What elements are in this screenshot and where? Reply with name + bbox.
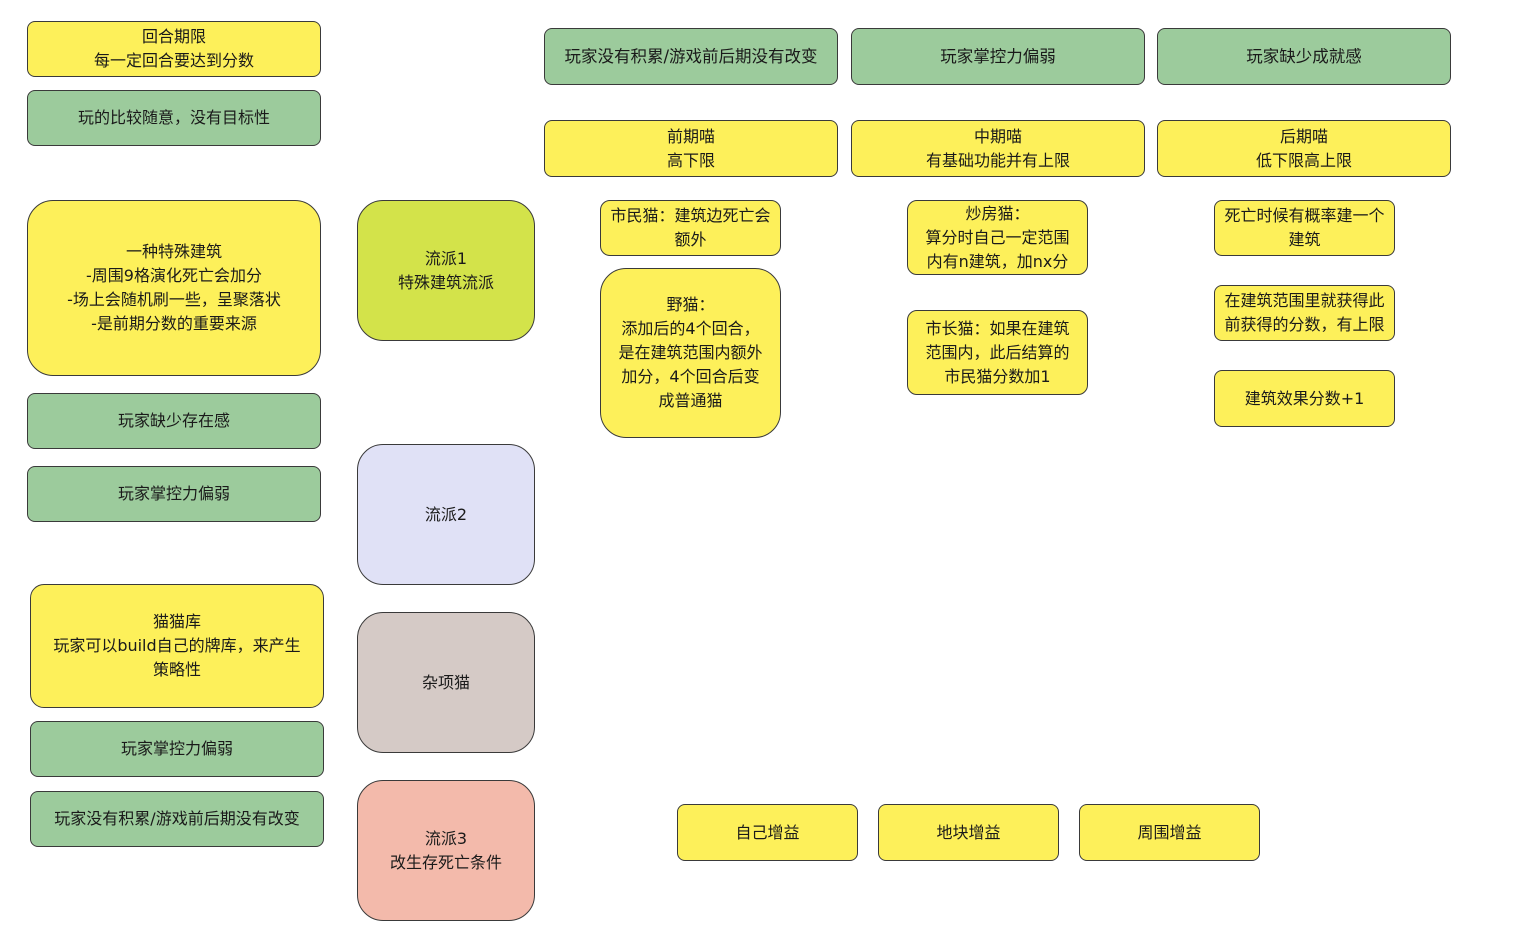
tile-buff-node[interactable]: 地块增益 <box>878 804 1059 861</box>
death-build-card[interactable]: 死亡时候有概率建一个 建筑 <box>1214 200 1395 256</box>
self-buff-node[interactable]: 自己增益 <box>677 804 858 861</box>
node-text-line: -是前期分数的重要来源 <box>91 314 257 333</box>
node-text-line: 成普通猫 <box>658 391 723 410</box>
node-text-line: 周围增益 <box>1137 822 1202 842</box>
node-text-line: 改生存死亡条件 <box>389 852 502 872</box>
node-text-line: 建筑 <box>1288 230 1321 249</box>
node-text-line: 玩家掌控力偏弱 <box>117 484 230 503</box>
node-text-line: 建筑效果分数+1 <box>1244 388 1365 408</box>
node-text-line: 炒房猫： <box>965 203 1030 223</box>
mayor-cat-card[interactable]: 市长猫：如果在建筑 范围内，此后结算的 市民猫分数加1 <box>907 310 1088 395</box>
random-play-problem[interactable]: 玩的比较随意，没有目标性 <box>27 90 321 146</box>
node-text-line: 玩家掌控力偏弱 <box>940 46 1056 66</box>
school-1-node[interactable]: 流派1 特殊建筑流派 <box>357 200 535 341</box>
node-text-line: 流派1 <box>424 248 468 268</box>
node-text-line: 策略性 <box>152 660 201 679</box>
node-text-line: 玩家缺少存在感 <box>117 411 230 430</box>
wild-cat-card[interactable]: 野猫： 添加后的4个回合， 是在建筑范围内额外 加分，4个回合后变 成普通猫 <box>600 268 781 438</box>
school-2-node[interactable]: 流派2 <box>357 444 535 585</box>
node-text-line: -场上会随机刷一些，呈聚落状 <box>67 290 281 309</box>
node-text-line: 市民猫：建筑边死亡会 <box>610 206 771 225</box>
node-text-line: 市民猫分数加1 <box>944 366 1051 386</box>
node-text-line: 添加后的4个回合， <box>621 319 760 338</box>
late-phase-cat[interactable]: 后期喵 低下限高上限 <box>1157 120 1451 177</box>
node-text-line: 玩的比较随意，没有目标性 <box>77 108 270 127</box>
cat-deck-note[interactable]: 猫猫库 玩家可以build自己的牌库，来产生 策略性 <box>30 584 324 708</box>
node-text-line: 加分，4个回合后变 <box>621 367 760 386</box>
in-range-score-card[interactable]: 在建筑范围里就获得此 前获得的分数，有上限 <box>1214 285 1395 341</box>
node-text-line: 范围内，此后结算的 <box>925 342 1070 362</box>
node-text-line: 后期喵 <box>1279 126 1328 146</box>
node-text-line: 回合期限 <box>141 27 206 46</box>
node-text-line: 低下限高上限 <box>1255 150 1352 170</box>
node-text-line: 中期喵 <box>973 126 1022 146</box>
school-3-node[interactable]: 流派3 改生存死亡条件 <box>357 780 535 921</box>
house-flipper-cat-card[interactable]: 炒房猫： 算分时自己一定范围 内有n建筑，加nx分 <box>907 200 1088 275</box>
node-text-line: 是在建筑范围内额外 <box>618 343 763 362</box>
node-text-line: 死亡时候有概率建一个 <box>1224 206 1385 225</box>
no-accumulation-problem-top[interactable]: 玩家没有积累/游戏前后期没有改变 <box>544 28 838 85</box>
node-text-line: 有基础功能并有上限 <box>925 150 1070 170</box>
node-text-line: 算分时自己一定范围 <box>925 227 1070 247</box>
node-text-line: 每一定回合要达到分数 <box>93 51 254 70</box>
node-text-line: 猫猫库 <box>152 612 201 631</box>
node-text-line: 玩家没有积累/游戏前后期没有改变 <box>54 809 300 828</box>
node-text-line: 特殊建筑流派 <box>397 272 494 292</box>
early-phase-cat[interactable]: 前期喵 高下限 <box>544 120 838 177</box>
weak-control-problem-1[interactable]: 玩家掌控力偏弱 <box>27 466 321 522</box>
node-text-line: 一种特殊建筑 <box>125 242 222 261</box>
node-text-line: 市长猫：如果在建筑 <box>925 318 1070 338</box>
node-text-line: 玩家掌控力偏弱 <box>120 739 233 758</box>
lack-presence-problem[interactable]: 玩家缺少存在感 <box>27 393 321 449</box>
building-bonus-card[interactable]: 建筑效果分数+1 <box>1214 370 1395 427</box>
citizen-cat-card[interactable]: 市民猫：建筑边死亡会 额外 <box>600 200 781 256</box>
no-achievement-problem-top[interactable]: 玩家缺少成就感 <box>1157 28 1451 85</box>
special-building-note[interactable]: 一种特殊建筑 -周围9格演化死亡会加分 -场上会随机刷一些，呈聚落状 -是前期分… <box>27 200 321 376</box>
round-limit-note[interactable]: 回合期限 每一定回合要达到分数 <box>27 21 321 77</box>
no-accumulation-problem-left[interactable]: 玩家没有积累/游戏前后期没有改变 <box>30 791 324 847</box>
node-text-line: 额外 <box>674 230 707 249</box>
node-text-line: 杂项猫 <box>421 672 470 692</box>
node-text-line: 高下限 <box>666 150 715 170</box>
node-text-line: 在建筑范围里就获得此 <box>1224 291 1385 310</box>
mid-phase-cat[interactable]: 中期喵 有基础功能并有上限 <box>851 120 1145 177</box>
node-text-line: 地块增益 <box>936 822 1001 842</box>
node-text-line: 玩家可以build自己的牌库，来产生 <box>53 636 301 655</box>
node-text-line: -周围9格演化死亡会加分 <box>86 266 262 285</box>
node-text-line: 自己增益 <box>735 822 800 842</box>
weak-control-problem-2[interactable]: 玩家掌控力偏弱 <box>30 721 324 777</box>
node-text-line: 玩家缺少成就感 <box>1246 46 1362 66</box>
misc-cats-node[interactable]: 杂项猫 <box>357 612 535 753</box>
node-text-line: 野猫： <box>666 295 715 314</box>
node-text-line: 内有n建筑，加nx分 <box>926 251 1069 271</box>
node-text-line: 流派2 <box>424 504 468 524</box>
node-text-line: 前获得的分数，有上限 <box>1224 315 1385 334</box>
node-text-line: 流派3 <box>424 828 468 848</box>
around-buff-node[interactable]: 周围增益 <box>1079 804 1260 861</box>
node-text-line: 前期喵 <box>666 126 715 146</box>
node-text-line: 玩家没有积累/游戏前后期没有改变 <box>564 46 818 66</box>
weak-control-problem-top[interactable]: 玩家掌控力偏弱 <box>851 28 1145 85</box>
